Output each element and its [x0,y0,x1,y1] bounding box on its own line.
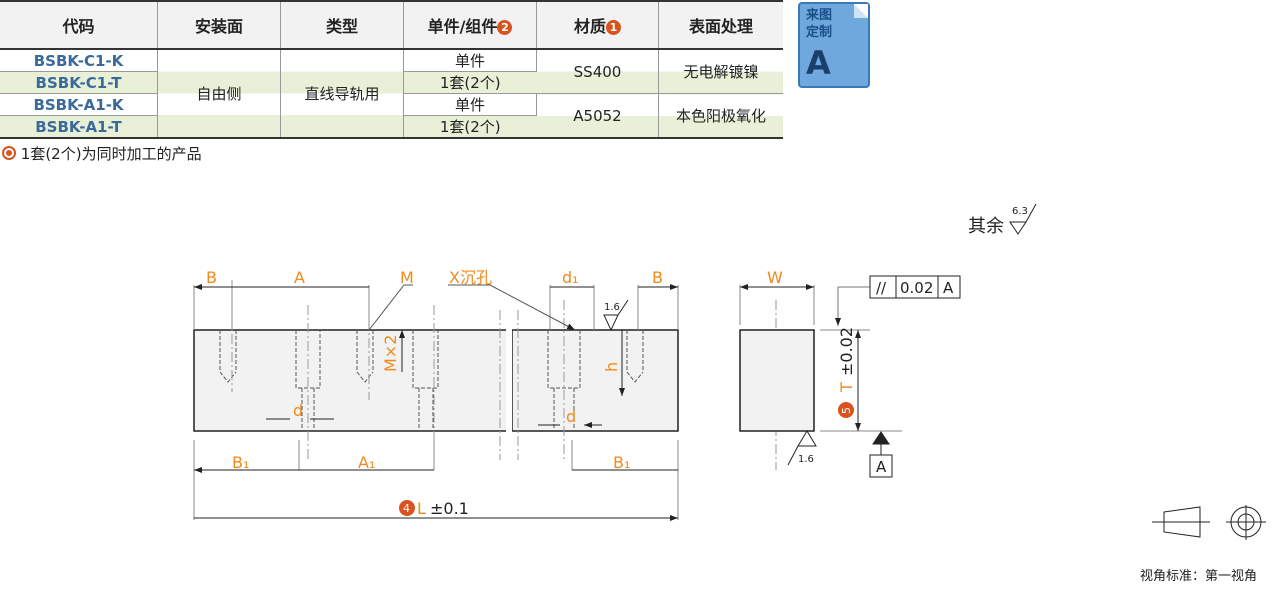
material-cell: A5052 [536,93,659,139]
code-cell[interactable]: BSBK-A1-T [0,115,158,139]
code-cell[interactable]: BSBK-C1-T [0,71,158,94]
unit-cell: 1套(2个) [403,71,537,94]
front-view-right [511,329,679,432]
finish-cell: 无电解镀镍 [658,49,783,94]
table-row: BSBK-A1-K 单件 A5052 本色阳极氧化 [0,93,783,139]
table-row: BSBK-A1-T 1套(2个) [0,115,783,139]
roughness-top: 1.6 [604,302,620,313]
tolerance-value: 0.02 [900,279,933,297]
note-bullet-icon [2,146,16,160]
dim-B1: B₁ [613,453,630,472]
unit-cell: 单件 [403,49,537,72]
dim-T: T [837,382,856,393]
dim-B1: B₁ [232,453,249,472]
header-code: 代码 [0,0,158,50]
dim-d: d [293,401,303,420]
code-cell[interactable]: BSBK-C1-K [0,49,158,72]
view-standard: 视角标准：第一视角 [1140,569,1258,584]
set-note: 1套(2个)为同时加工的产品 [2,143,202,164]
dim-X: X沉孔 [449,268,492,287]
dim-d: d [566,407,576,426]
side-view [739,329,815,432]
dim-M: M [400,268,414,287]
dim-A: A [294,268,305,287]
roughness-bottom: 1.6 [798,454,814,465]
dim-A1: A₁ [358,453,375,472]
dim-W: W [767,268,783,287]
dim-MX2: M×2 [381,335,400,372]
header-finish: 表面处理 [658,0,783,50]
dim-B-left: B [206,268,217,287]
roughness-rest: 6.3 [1012,206,1028,217]
header-type: 类型 [280,0,404,50]
dim-d1: d₁ [562,268,579,287]
dim-h: h [602,362,621,372]
badge-2: 2 [497,20,513,35]
roughness-rest-label: 其余 [968,216,1004,237]
mount-cell: 自由侧 [157,49,281,139]
parallel-symbol: // [876,279,887,297]
type-cell: 直线导轨用 [280,49,404,139]
dim-L-badge: 4 [403,502,410,515]
unit-cell: 单件 [403,93,537,116]
badge-1: 1 [606,20,621,35]
dim-B-right: B [652,268,663,287]
finish-cell: 本色阳极氧化 [658,93,783,139]
custom-drawing-badge[interactable]: 来图 定制 A [798,2,870,88]
material-cell: SS400 [536,49,659,94]
code-cell[interactable]: BSBK-A1-K [0,93,158,116]
front-view-left [193,329,509,432]
table-row: BSBK-C1-K 自由侧 直线导轨用 单件 SS400 无电解镀镍 [0,49,783,139]
dim-T-tol: ±0.02 [837,327,856,376]
tolerance-datum: A [943,279,954,297]
dim-L: L [417,499,426,518]
dim-L-tol: ±0.1 [430,499,469,518]
table-row: BSBK-C1-T 1套(2个) [0,71,783,94]
unit-cell: 1套(2个) [403,115,537,139]
datum-label: A [876,458,887,476]
dim-T-badge: 5 [840,407,853,414]
header-mount: 安装面 [157,0,281,50]
